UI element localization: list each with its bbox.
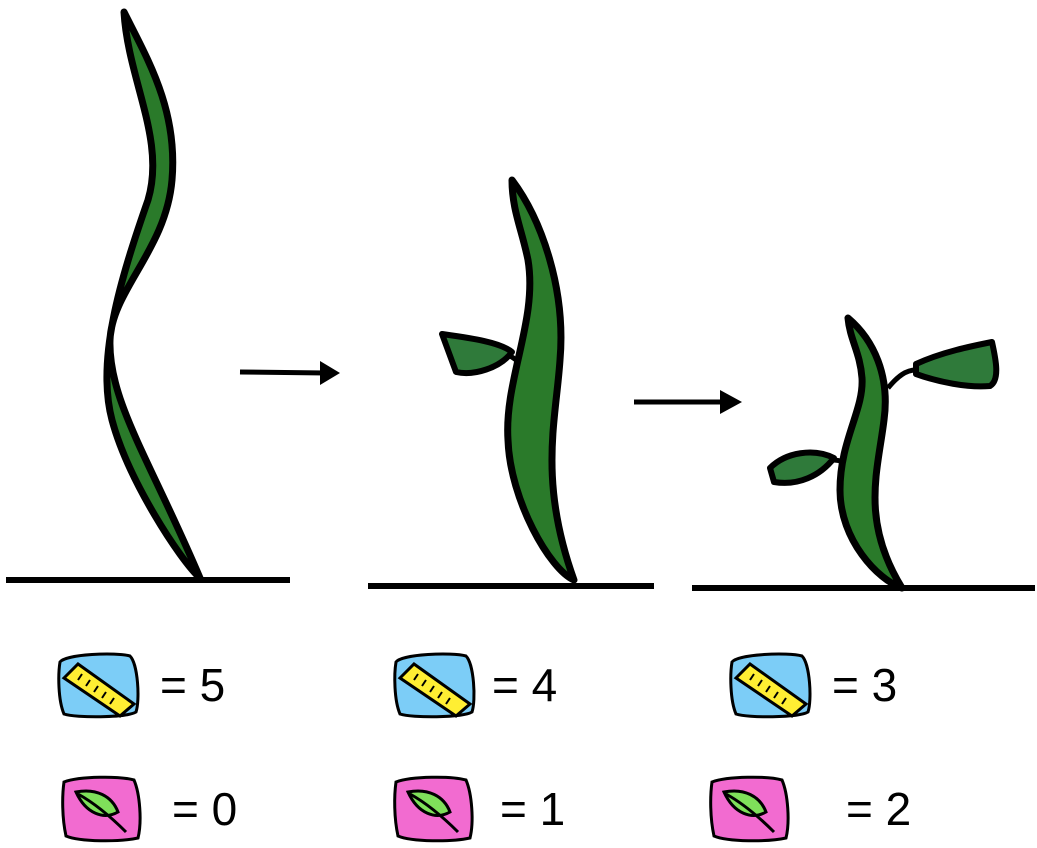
ruler-icon: [728, 650, 814, 720]
leaf-3-right: [916, 342, 996, 386]
leaves-value: = 1: [500, 786, 565, 832]
arrow-1: [236, 0, 346, 600]
plant-stage-3: [690, 0, 1037, 600]
leaves-value: = 0: [172, 786, 237, 832]
stem-3: [840, 318, 902, 588]
stem-1: [107, 12, 200, 578]
leaf-icon: [708, 774, 794, 844]
height-value: = 4: [492, 662, 557, 708]
leaves-value: = 2: [846, 786, 911, 832]
height-value-stage-1: = 5: [56, 650, 225, 720]
height-value: = 3: [832, 662, 897, 708]
leaves-value-stage-3: = 2: [708, 774, 911, 844]
leaves-value-stage-1: = 0: [60, 774, 237, 844]
plant-stage-2: [360, 0, 660, 600]
ruler-icon: [392, 650, 478, 720]
leaf-icon: [60, 774, 146, 844]
leaf-icon: [392, 774, 478, 844]
stem-2: [508, 180, 574, 580]
leaf-3-left: [770, 453, 834, 483]
leaves-value-stage-2: = 1: [392, 774, 565, 844]
ruler-icon: [56, 650, 142, 720]
height-value-stage-2: = 4: [392, 650, 557, 720]
leaf-2: [442, 334, 512, 373]
height-value-stage-3: = 3: [728, 650, 897, 720]
height-value: = 5: [160, 662, 225, 708]
